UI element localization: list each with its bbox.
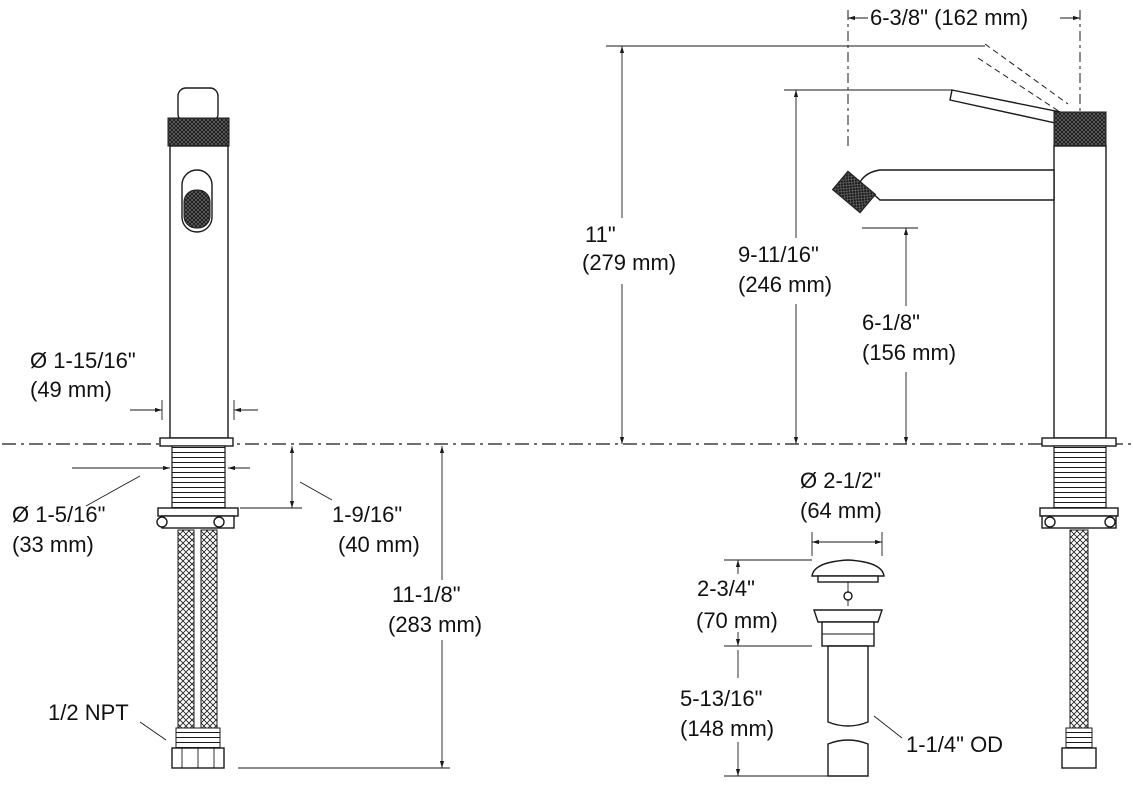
faucet-front-view — [156, 87, 239, 769]
label-drain-dia-in: Ø 2-1/2" — [800, 468, 881, 493]
drain-cap — [811, 559, 885, 577]
label-spout-top-mm: (246 mm) — [738, 272, 832, 297]
side-nut — [1041, 515, 1117, 529]
label-spout-outlet-mm: (156 mm) — [862, 340, 956, 365]
label-drain-tail-mm: (148 mm) — [680, 716, 774, 741]
drain-assembly — [811, 559, 885, 777]
right-mounting-bolt — [213, 516, 225, 528]
drain-flange — [813, 609, 883, 623]
faucet-side-view — [831, 10, 1119, 769]
front-aerator-knurl — [183, 189, 211, 229]
label-height-mm: (279 mm) — [582, 250, 676, 275]
label-spout-top-in: 9-11/16" — [738, 242, 819, 267]
label-shank-dia-in: Ø 1-5/16" — [12, 502, 105, 527]
label-drain-dia-mm: (64 mm) — [800, 498, 882, 523]
base-flange — [159, 437, 234, 447]
spout-arm — [859, 169, 1055, 201]
label-tailpiece-od: 1-1/4" OD — [906, 732, 1003, 757]
supply-hose-left — [177, 529, 195, 729]
drain-dimensions — [724, 532, 903, 777]
label-shank-len-mm: (40 mm) — [338, 532, 420, 557]
side-view-dimensions — [606, 15, 1080, 444]
tailpiece-upper — [827, 645, 869, 727]
lever-handle — [949, 89, 1061, 125]
side-faucet-body — [1053, 145, 1107, 439]
label-spout-reach: 6-3/8" (162 mm) — [870, 5, 1028, 30]
tailpiece-lower — [827, 739, 869, 777]
handle-cap — [177, 87, 219, 123]
supply-hose-right — [200, 529, 218, 729]
label-drain-tail-in: 5-13/16" — [680, 686, 762, 711]
label-body-dia-in: Ø 1-15/16" — [30, 348, 136, 373]
handle-open-position — [977, 43, 1069, 113]
knurled-handle-band — [167, 117, 230, 147]
label-drain-top-mm: (70 mm) — [696, 608, 778, 633]
side-washer — [1039, 507, 1119, 517]
label-shank-dia-mm: (33 mm) — [12, 532, 94, 557]
hose-ferrules — [175, 727, 221, 749]
side-base-flange — [1041, 437, 1117, 447]
mounting-washer — [157, 507, 239, 517]
label-supply-len-mm: (283 mm) — [388, 612, 482, 637]
side-supply-hose — [1069, 529, 1089, 729]
label-supply-len-in: 11-1/8" — [392, 582, 461, 607]
label-drain-top-in: 2-3/4" — [697, 576, 755, 601]
side-knurled-band — [1053, 111, 1107, 147]
dimension-labels: 6-3/8" (162 mm) 11" (279 mm) 9-11/16" (2… — [12, 5, 1028, 757]
drain-cap-rim — [817, 575, 879, 583]
label-spout-outlet-in: 6-1/8" — [862, 310, 920, 335]
side-npt-connector — [1061, 747, 1097, 769]
label-thread-size: 1/2 NPT — [48, 700, 129, 725]
spout-aerator — [831, 170, 877, 214]
label-body-dia-mm: (49 mm) — [30, 377, 112, 402]
label-height-in: 11" — [585, 222, 616, 247]
front-view-dimensions — [72, 400, 450, 769]
threaded-shank — [171, 445, 226, 509]
side-threaded-shank — [1053, 445, 1107, 509]
label-shank-len-in: 1-9/16" — [332, 502, 402, 527]
left-mounting-bolt — [156, 516, 168, 528]
